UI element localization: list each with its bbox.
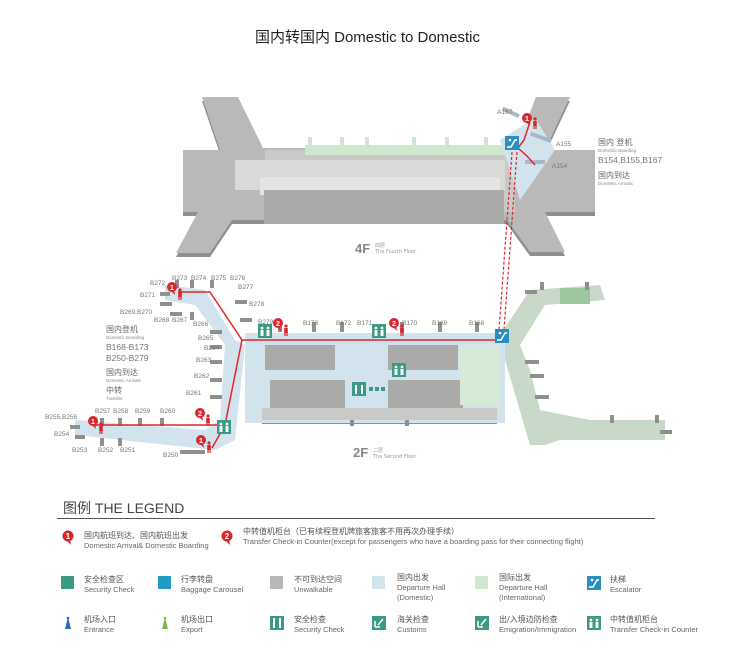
international-wing: [500, 285, 665, 445]
transfer-counter-icon: [258, 324, 272, 338]
terminal-map: 1 2 A167 A155 A: [45, 97, 672, 460]
international-departure-strip: [305, 145, 510, 155]
svg-text:The Second Floor: The Second Floor: [372, 454, 417, 460]
svg-text:B274: B274: [191, 275, 207, 282]
swatch-baggage-carousel: [158, 576, 171, 589]
svg-text:国内到达: 国内到达: [106, 367, 138, 377]
svg-text:中转: 中转: [106, 385, 122, 395]
svg-text:B265: B265: [198, 335, 214, 342]
marker-2-icon: 2: [221, 530, 233, 545]
gate-label: A155: [556, 141, 572, 148]
svg-text:B260: B260: [160, 408, 176, 415]
svg-text:B250: B250: [163, 452, 179, 459]
swatch-departure-domestic: [372, 576, 385, 589]
security-check-icon: [270, 616, 284, 630]
security-check-icon: [352, 382, 385, 396]
svg-text:Domestic Boarding: Domestic Boarding: [598, 148, 637, 153]
svg-text:B273: B273: [172, 275, 188, 282]
svg-text:B279: B279: [258, 319, 274, 326]
legend-marker-1: 国内航班到达、国内航班出发 Domestic Arrival& Domestic…: [84, 531, 209, 550]
escalator-icon: [494, 328, 510, 344]
gate-label: A167: [497, 109, 513, 116]
svg-text:B277: B277: [238, 284, 254, 291]
svg-text:Domestic Boarding: Domestic Boarding: [106, 335, 145, 340]
route-line: [178, 291, 505, 341]
floor-2f: B273 B274 B275 B276 B277 B272 B271 B269,…: [45, 275, 672, 460]
svg-text:B278: B278: [249, 301, 265, 308]
svg-text:B258: B258: [113, 408, 129, 415]
svg-text:B266: B266: [193, 321, 209, 328]
svg-text:1: 1: [66, 532, 71, 541]
info-boarding-gates-2: B250-B279: [106, 353, 149, 363]
svg-text:B276: B276: [230, 275, 246, 282]
marker-2: [195, 408, 205, 421]
svg-text:B268: B268: [154, 317, 170, 324]
immigration-icon: [475, 616, 489, 630]
svg-text:B253: B253: [72, 447, 88, 454]
transfer-counter-icon: [217, 420, 231, 434]
svg-text:B173: B173: [303, 320, 319, 327]
svg-text:The Fourth Floor: The Fourth Floor: [374, 249, 417, 255]
customs-icon: [372, 616, 386, 630]
gate-label: A154: [552, 163, 568, 170]
transfer-counter-icon: [372, 324, 386, 338]
svg-text:Domestic Arrivals: Domestic Arrivals: [106, 378, 142, 383]
svg-text:B252: B252: [98, 447, 114, 454]
svg-text:B259: B259: [135, 408, 151, 415]
svg-text:B264: B264: [204, 345, 220, 352]
floor-label-4f: 4F: [355, 241, 370, 256]
legend-heading: 图例 THE LEGEND: [63, 500, 185, 516]
svg-text:B262: B262: [194, 373, 210, 380]
international-departure-area: [560, 288, 590, 304]
gate-labels-2f: B273 B274 B275 B276 B277 B272 B271 B269,…: [45, 275, 485, 459]
svg-text:2: 2: [225, 532, 230, 541]
svg-text:Transfer: Transfer: [106, 396, 123, 401]
info-boarding-cn: 国内登机: [106, 324, 138, 334]
info-boarding-gates: B154,B155,B167: [598, 155, 663, 165]
transfer-counter-icon: [392, 363, 406, 377]
svg-text:B269,B270: B269,B270: [120, 309, 153, 316]
entrance-icon: [65, 616, 71, 629]
marker-2: [389, 318, 399, 331]
swatch-security-check: [61, 576, 74, 589]
transfer-counter-icon: [587, 616, 601, 630]
svg-text:B267: B267: [172, 317, 188, 324]
svg-text:B172: B172: [336, 320, 352, 327]
escalator-icon: [587, 576, 601, 590]
svg-text:B168: B168: [469, 320, 485, 327]
svg-text:B170: B170: [402, 320, 418, 327]
svg-text:四层: 四层: [375, 243, 385, 249]
svg-text:B261: B261: [186, 390, 202, 397]
svg-text:B257: B257: [95, 408, 111, 415]
svg-text:B271: B271: [140, 292, 156, 299]
svg-text:B169: B169: [432, 320, 448, 327]
legend-marker-2: 中转值机柜台（已有续程登机牌旅客旅客不用再次办理手续） Transfer Che…: [243, 527, 584, 546]
svg-text:B275: B275: [211, 275, 227, 282]
swatch-unwalkable: [270, 576, 283, 589]
svg-text:国内到达: 国内到达: [598, 170, 630, 180]
page-title: 国内转国内 Domestic to Domestic: [254, 29, 481, 46]
svg-text:B263: B263: [196, 357, 212, 364]
info-boarding-gates-1: B168-B173: [106, 342, 149, 352]
svg-text:Domestic Arrivals: Domestic Arrivals: [598, 181, 634, 186]
escalator-icon: [504, 135, 520, 151]
floor-4f: A167 A155 A154 4F 四层 The Fourth Floor 国内…: [176, 97, 663, 257]
marker-1-icon: 1: [62, 530, 74, 545]
person-icon: [207, 441, 211, 453]
info-boarding-cn: 国内 登机: [598, 137, 633, 147]
svg-text:二层: 二层: [373, 448, 383, 454]
svg-text:B171: B171: [357, 320, 373, 327]
svg-text:B255,B256: B255,B256: [45, 414, 78, 421]
legend-divider: [57, 518, 655, 519]
svg-text:B254: B254: [54, 431, 70, 438]
svg-text:B272: B272: [150, 280, 166, 287]
swatch-departure-international: [475, 576, 488, 589]
exit-icon: [162, 616, 168, 629]
floor-label-2f: 2F: [353, 445, 368, 460]
svg-text:B251: B251: [120, 447, 136, 454]
